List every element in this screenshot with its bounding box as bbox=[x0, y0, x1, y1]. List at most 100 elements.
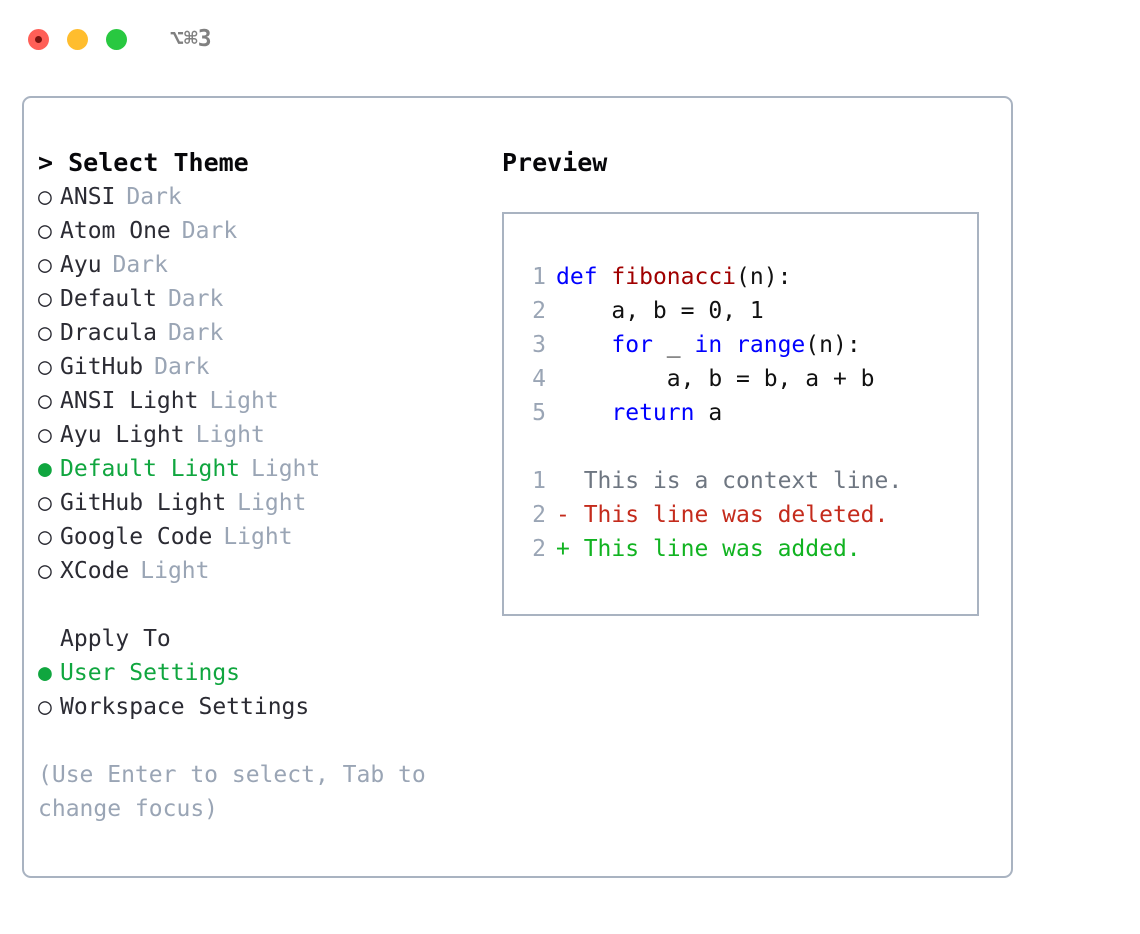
code-line: 1 def fibonacci(n): bbox=[520, 260, 977, 294]
zoom-button[interactable] bbox=[106, 28, 127, 50]
theme-variant-tag: Light bbox=[251, 456, 321, 482]
line-number: 4 bbox=[532, 366, 546, 392]
apply-to-header-row: ○ Apply To bbox=[38, 622, 498, 656]
theme-option-label: GitHub Light bbox=[60, 490, 227, 516]
minimize-button[interactable] bbox=[67, 28, 88, 50]
line-number: 1 bbox=[532, 264, 546, 290]
close-button[interactable] bbox=[28, 28, 49, 50]
line-number: 2 bbox=[532, 502, 546, 528]
theme-option-label: Dracula bbox=[60, 320, 157, 346]
apply-to-option-label: Workspace Settings bbox=[60, 694, 310, 720]
theme-option-github[interactable]: ○ GitHub Dark bbox=[38, 350, 498, 384]
theme-option-google-code[interactable]: ○ Google Code Light bbox=[38, 520, 498, 554]
theme-option-label: ANSI Light bbox=[60, 388, 199, 414]
theme-option-ayu-light[interactable]: ○ Ayu Light Light bbox=[38, 418, 498, 452]
radio-unselected-icon: ○ bbox=[38, 184, 52, 210]
code-indent bbox=[556, 400, 611, 426]
diff-marker bbox=[556, 468, 584, 494]
code-token: a bbox=[694, 400, 723, 426]
theme-option-xcode[interactable]: ○ XCode Light bbox=[38, 554, 498, 588]
code-token bbox=[598, 264, 612, 290]
theme-option-label: Ayu bbox=[60, 252, 102, 278]
code-line: 4 a, b = b, a + b bbox=[520, 362, 977, 396]
theme-variant-tag: Light bbox=[195, 422, 265, 448]
theme-option-github-light[interactable]: ○ GitHub Light Light bbox=[38, 486, 498, 520]
theme-option-atom-one[interactable]: ○ Atom One Dark bbox=[38, 214, 498, 248]
theme-option-label: Ayu Light bbox=[60, 422, 185, 448]
code-token: a, b = 0, 1 bbox=[611, 298, 764, 324]
code-token: fibonacci bbox=[611, 264, 737, 290]
code-indent bbox=[556, 298, 611, 324]
code-token: a, b = b, a + b bbox=[666, 366, 875, 392]
radio-unselected-icon: ○ bbox=[38, 490, 52, 516]
apply-to-option-workspace-settings[interactable]: ○ Workspace Settings bbox=[38, 690, 498, 724]
radio-unselected-icon: ○ bbox=[38, 286, 52, 312]
line-number: 3 bbox=[532, 332, 546, 358]
code-token bbox=[722, 332, 736, 358]
diff-line: 1 This is a context line. bbox=[520, 464, 977, 498]
theme-list-header: > Select Theme bbox=[38, 148, 249, 177]
help-text: (Use Enter to select, Tab to change focu… bbox=[38, 762, 440, 822]
diff-marker: - bbox=[556, 502, 584, 528]
apply-to-header: Apply To bbox=[60, 626, 171, 652]
radio-unselected-icon: ○ bbox=[38, 422, 52, 448]
code-token: _ bbox=[652, 332, 695, 358]
theme-option-label: Default bbox=[60, 286, 157, 312]
radio-unselected-icon: ○ bbox=[38, 252, 52, 278]
preview-title: Preview bbox=[502, 148, 608, 177]
diff-sample: 1 This is a context line.2- This line wa… bbox=[520, 464, 977, 566]
diff-text: This line was deleted. bbox=[583, 502, 889, 528]
theme-variant-tag: Light bbox=[237, 490, 307, 516]
spacer bbox=[38, 588, 498, 622]
theme-option-label: ANSI bbox=[60, 184, 116, 210]
keyboard-shortcut-label: ⌥⌘3 bbox=[170, 25, 212, 52]
preview-column: Preview 1 def fibonacci(n): 2 a, b = 0, 1 3… bbox=[502, 146, 1002, 616]
theme-variant-tag: Light bbox=[223, 524, 293, 550]
apply-to-option-label: User Settings bbox=[60, 660, 241, 686]
theme-variant-tag: Light bbox=[140, 558, 210, 584]
code-indent bbox=[556, 366, 667, 392]
theme-variant-tag: Dark bbox=[181, 218, 238, 244]
diff-line: 2- This line was deleted. bbox=[520, 498, 977, 532]
code-token: return bbox=[611, 400, 695, 426]
radio-unselected-icon: ○ bbox=[38, 218, 52, 244]
code-line: 2 a, b = 0, 1 bbox=[520, 294, 977, 328]
diff-text: This line was added. bbox=[583, 536, 861, 562]
code-token: range bbox=[736, 332, 806, 358]
theme-variant-tag: Dark bbox=[154, 354, 210, 380]
diff-line: 2 + This line was added. bbox=[520, 532, 977, 566]
code-token: (n): bbox=[736, 264, 792, 290]
diff-marker: + bbox=[556, 536, 584, 562]
line-number: 2 bbox=[532, 298, 546, 324]
code-indent bbox=[556, 332, 611, 358]
radio-unselected-icon: ○ bbox=[38, 388, 52, 414]
radio-unselected-icon: ○ bbox=[38, 694, 52, 720]
radio-selected-icon: ● bbox=[38, 456, 52, 482]
theme-option-ansi-light[interactable]: ○ ANSI Light Light bbox=[38, 384, 498, 418]
radio-unselected-icon: ○ bbox=[38, 524, 52, 550]
spacer-bullet: ○ bbox=[38, 622, 60, 656]
theme-option-label: Atom One bbox=[60, 218, 171, 244]
code-token: def bbox=[556, 264, 598, 290]
code-line: 5 return a bbox=[520, 396, 977, 430]
radio-unselected-icon: ○ bbox=[38, 320, 52, 346]
theme-variant-tag: Light bbox=[209, 388, 279, 414]
radio-unselected-icon: ○ bbox=[38, 558, 52, 584]
theme-option-label: XCode bbox=[60, 558, 130, 584]
theme-variant-tag: Dark bbox=[167, 320, 224, 346]
theme-option-dracula[interactable]: ○ Dracula Dark bbox=[38, 316, 498, 350]
theme-option-label: GitHub bbox=[60, 354, 144, 380]
radio-unselected-icon: ○ bbox=[38, 354, 52, 380]
apply-to-option-user-settings[interactable]: ●User Settings bbox=[38, 656, 498, 690]
theme-option-label: Google Code bbox=[60, 524, 213, 550]
code-token: in bbox=[694, 332, 723, 358]
line-number: 2 bbox=[532, 536, 546, 562]
